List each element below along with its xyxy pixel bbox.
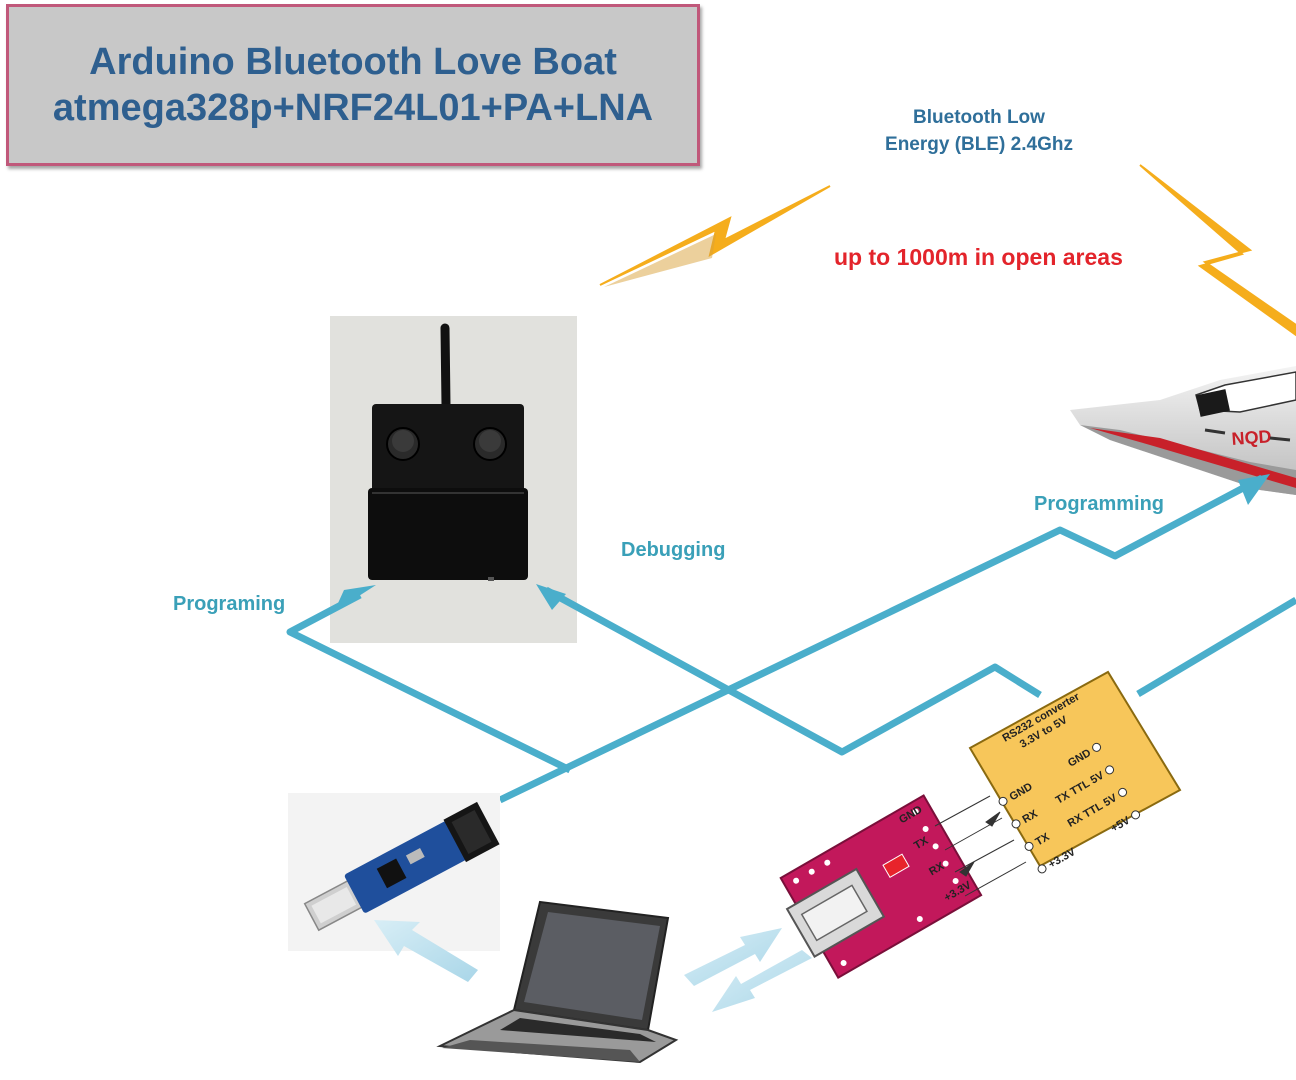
- arrow-usb-to-laptop: [712, 950, 812, 1012]
- arrow-heads: [334, 474, 1270, 612]
- title-line-2: atmega328p+NRF24L01+PA+LNA: [52, 87, 654, 129]
- debugging-label: Debugging: [621, 539, 726, 561]
- programing-remote-label: Programing: [173, 593, 286, 615]
- arrow-laptop-to-usbasp: [374, 920, 478, 982]
- title-line-1: Arduino Bluetooth Love Boat: [89, 41, 617, 83]
- range-label: up to 1000m in open areas: [834, 244, 1123, 270]
- lightning-left: [599, 185, 831, 287]
- rs232-converter-module: RS232 converter 3.3V to 5V GND RX TX +3.…: [968, 670, 1182, 874]
- arrowhead-programming-boat: [1238, 474, 1270, 505]
- board-wires: [934, 795, 1027, 897]
- boat-brand-text: NQD: [1231, 426, 1272, 449]
- boat-photo: NQD: [1070, 366, 1296, 495]
- line-debugging: [544, 586, 1042, 756]
- programming-boat-label: Programming: [1034, 493, 1165, 515]
- title-box: Arduino Bluetooth Love Boat atmega328p+N…: [6, 4, 700, 166]
- line-programming-boat: [498, 474, 1264, 804]
- lightning-right: [1139, 164, 1296, 337]
- usb-ttl-adapter: GND TX RX +3.3V: [779, 794, 983, 979]
- arrowhead-programing: [334, 585, 376, 612]
- ble-label: Bluetooth Low Energy (BLE) 2.4Ghz: [864, 104, 1094, 158]
- ble-label-line-1: Bluetooth Low: [913, 107, 1045, 128]
- light-arrows: [374, 920, 812, 1012]
- remote-controller-photo: [330, 316, 577, 643]
- line-rs232-boat: [1136, 596, 1296, 698]
- arrowhead-debugging: [536, 584, 566, 610]
- ble-label-line-2: Energy (BLE) 2.4Ghz: [885, 134, 1073, 155]
- arrow-laptop-to-usb: [684, 928, 782, 986]
- laptop-photo: [436, 900, 679, 1064]
